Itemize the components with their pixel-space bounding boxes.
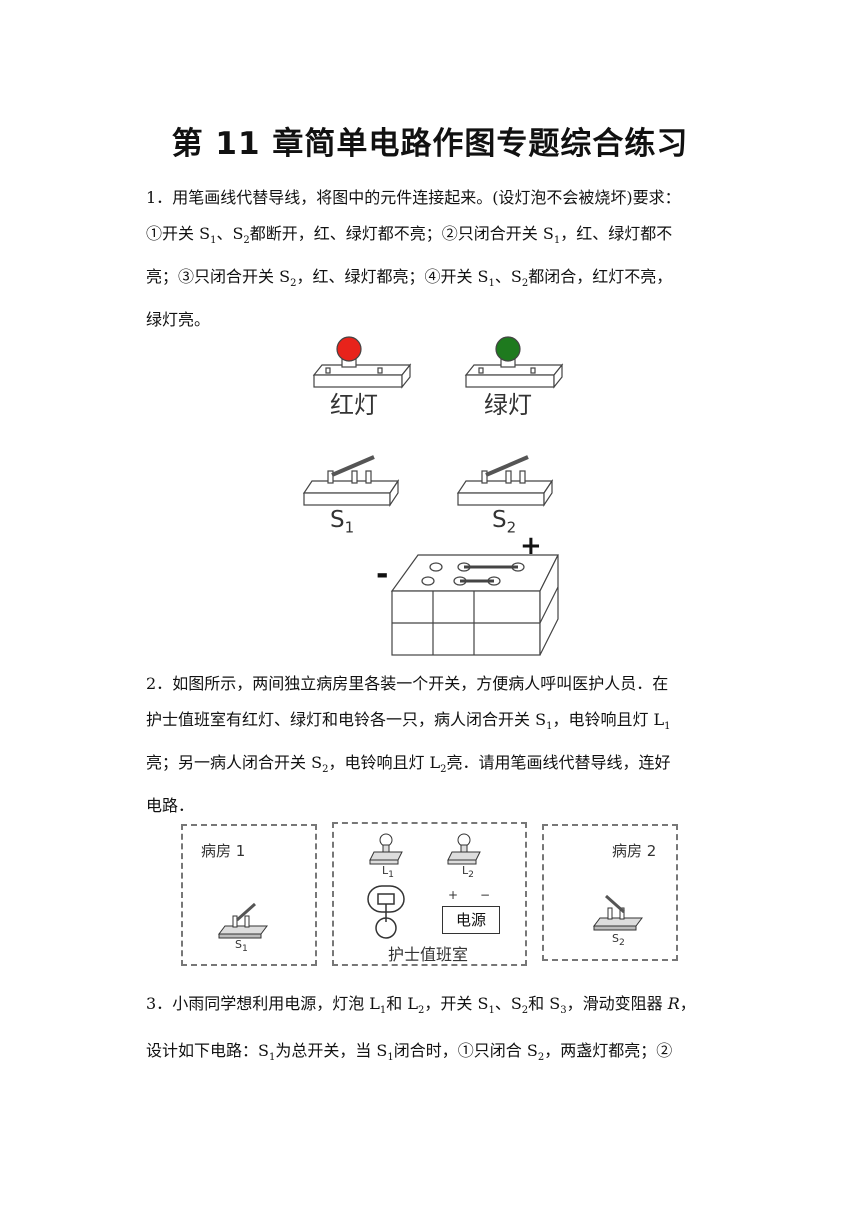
ward-2-switch-icon [593,894,643,931]
power-minus-label: − [480,888,491,902]
question-3-text: 3．小雨同学想利用电源，灯泡 L1和 L2，开关 S1、S2和 S3，滑动变阻器… [146,994,696,1064]
ward-1-switch-icon [218,902,268,939]
nurse-station-box: L1 L2 + − 电源 护士值班室 [332,822,527,966]
power-source: 电源 [442,906,500,934]
question-1-text: 1．用笔画线代替导线，将图中的元件连接起来。(设灯泡不会被烧坏)要求：①开关 S… [146,188,681,330]
switch-s2 [456,455,554,507]
red-bulb-icon [336,336,362,362]
battery-pack [390,554,559,656]
nurse-station-label: 护士值班室 [388,945,469,964]
power-plus-label: + [448,888,459,902]
red-lamp [312,336,412,389]
ward-1-switch-label: S1 [235,938,248,955]
green-bulb-icon [495,336,521,362]
battery-minus-label: - [376,557,389,592]
battery-plus-label: + [520,531,542,561]
lamp-l2-label: L2 [462,864,474,881]
question-2-text: 2．如图所示，两间独立病房里各装一个开关，方便病人呼叫医护人员．在护士值班室有红… [146,674,671,816]
question-1-figure: 红灯 绿灯 S1 S2 - + [300,335,570,660]
bell-icon [367,885,405,939]
switch-s1-label: S1 [330,507,355,537]
lamp-l1-label: L1 [382,864,394,881]
circuit-components-drawing [302,336,564,656]
page-title: 第 11 章简单电路作图专题综合练习 [171,126,689,162]
green-lamp [464,336,564,389]
ward-2-switch-label: S2 [612,932,625,949]
ward-2-label: 病房 2 [612,842,657,860]
switch-s2-label: S2 [492,507,517,537]
ward-2-box: 病房 2 S2 [542,824,678,961]
ward-1-box: 病房 1 S1 [181,824,317,966]
switch-s1 [302,455,400,507]
lamps-l1-l2-icon [369,833,481,865]
green-lamp-label: 绿灯 [484,391,532,419]
red-lamp-label: 红灯 [330,391,378,419]
ward-1-label: 病房 1 [201,842,246,860]
